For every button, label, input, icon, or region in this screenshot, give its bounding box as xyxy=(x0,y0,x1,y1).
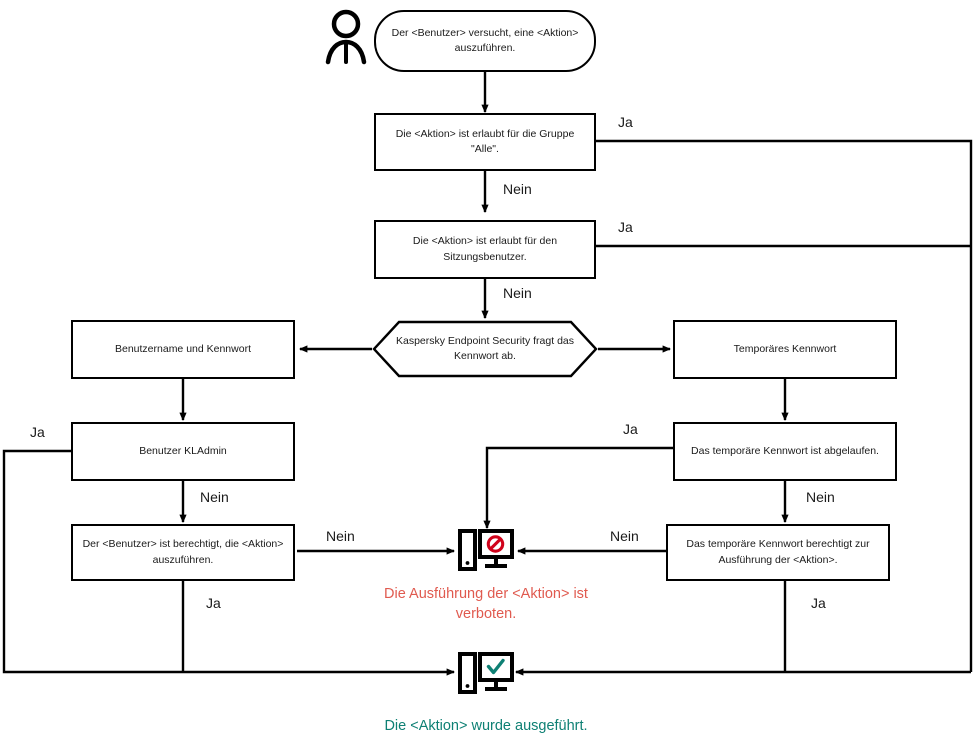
allowed-result-caption: Die <Aktion> wurde ausgeführt. xyxy=(384,718,588,734)
node-username-password[interactable]: Benutzername und Kennwort xyxy=(71,320,295,379)
computer-blocked-icon xyxy=(458,528,514,579)
denied-result-caption: Die Ausführung der <Aktion> ist verboten… xyxy=(384,586,588,622)
edge-label-temp-permits-no: Nein xyxy=(610,528,639,544)
node-temp-password[interactable]: Temporäres Kennwort xyxy=(673,320,897,379)
node-session-user-label: Die <Aktion> ist erlaubt für den Sitzung… xyxy=(412,235,558,263)
node-kladmin-label: Benutzer KLAdmin xyxy=(139,444,227,457)
edge-label-group-all-no: Nein xyxy=(503,181,532,197)
node-username-password-label: Benutzername und Kennwort xyxy=(114,342,251,355)
node-user-permitted-label: Der <Benutzer> ist berechtigt, die <Akti… xyxy=(82,538,284,566)
edge-label-kladmin-no: Nein xyxy=(200,489,229,505)
node-session-user[interactable]: Die <Aktion> ist erlaubt für den Sitzung… xyxy=(374,220,596,279)
computer-allowed-icon xyxy=(458,651,514,702)
node-ask-password[interactable]: Kaspersky Endpoint Security fragt das Ke… xyxy=(372,320,598,378)
node-group-all-label: Die <Aktion> ist erlaubt für die Gruppe … xyxy=(395,127,575,155)
edge-label-session-user-yes: Ja xyxy=(618,219,633,235)
edge-label-user-permitted-yes: Ja xyxy=(206,595,221,611)
benutzer-actor-icon xyxy=(322,8,370,73)
node-temp-permits-label: Das temporäre Kennwort berechtigt zur Au… xyxy=(686,538,870,566)
edge-label-temp-expired-yes: Ja xyxy=(623,421,638,437)
edge-label-group-all-yes: Ja xyxy=(618,114,633,130)
node-temp-expired-label: Das temporäre Kennwort ist abgelaufen. xyxy=(691,444,879,457)
edge-label-session-user-no: Nein xyxy=(503,285,532,301)
node-user-permitted[interactable]: Der <Benutzer> ist berechtigt, die <Akti… xyxy=(71,524,295,581)
edge-label-user-permitted-no: Nein xyxy=(326,528,355,544)
node-temp-password-label: Temporäres Kennwort xyxy=(733,342,837,355)
node-temp-permits[interactable]: Das temporäre Kennwort berechtigt zur Au… xyxy=(666,524,890,581)
edge-label-temp-expired-no: Nein xyxy=(806,489,835,505)
node-start-label: Der <Benutzer> versucht, eine <Aktion> a… xyxy=(391,26,579,54)
node-start[interactable]: Der <Benutzer> versucht, eine <Aktion> a… xyxy=(374,10,596,72)
node-temp-expired[interactable]: Das temporäre Kennwort ist abgelaufen. xyxy=(673,422,897,481)
edge-label-kladmin-yes: Ja xyxy=(30,424,45,440)
edge-label-temp-permits-yes: Ja xyxy=(811,595,826,611)
node-kladmin[interactable]: Benutzer KLAdmin xyxy=(71,422,295,481)
node-group-all[interactable]: Die <Aktion> ist erlaubt für die Gruppe … xyxy=(374,113,596,171)
